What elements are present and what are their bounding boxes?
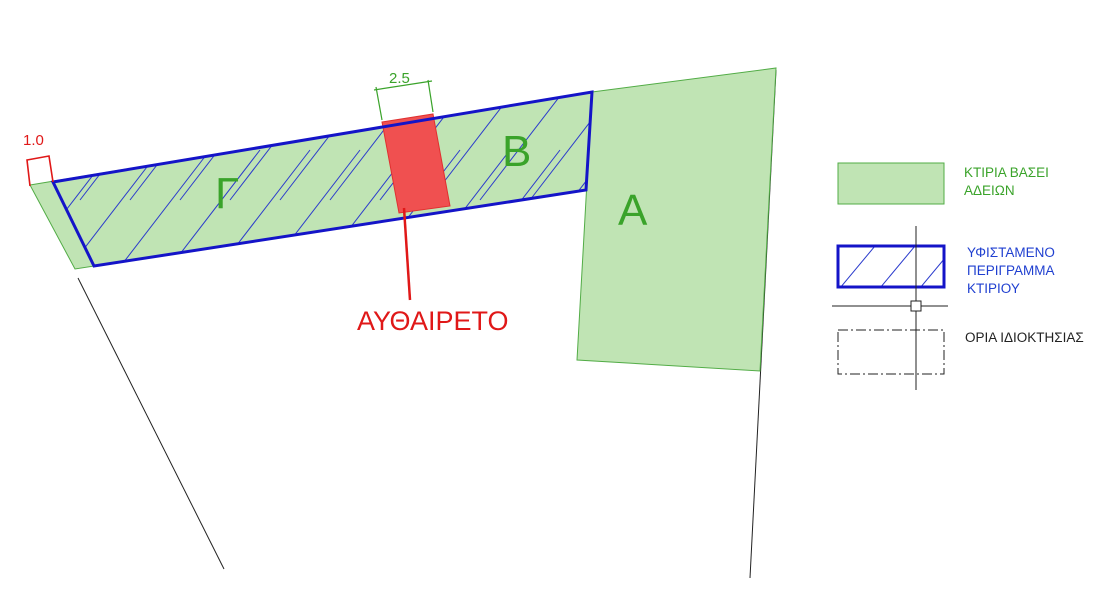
licensed-strip-area — [29, 91, 593, 270]
building-a-area — [576, 67, 777, 372]
illegal-pointer-line — [402, 207, 412, 301]
legend-licensed-line2: ΑΔΕΙΩΝ — [964, 183, 1015, 198]
illegal-addition-area — [381, 113, 451, 214]
building-b-label: Β — [502, 127, 531, 176]
dimension-illegal-width — [373, 79, 434, 121]
legend-existing-line1: ΥΦΙΣΤΑΜΕΝΟ — [967, 245, 1055, 260]
illegal-label: ΑΥΘΑΙΡΕΤΟ — [357, 306, 509, 336]
legend-existing-hatch — [840, 246, 944, 287]
legend-existing-swatch — [836, 244, 946, 289]
existing-building-outline — [50, 90, 594, 268]
legend-existing-line2: ΠΕΡΙΓΡΑΜΜΑ — [967, 263, 1054, 278]
dimension-offset-label: 1.0 — [23, 132, 44, 149]
legend-existing-line3: ΚΤΙΡΙΟΥ — [967, 281, 1020, 296]
dimension-offset — [26, 155, 54, 187]
legend-boundary-symbol — [832, 226, 948, 390]
legend-licensed-line1: ΚΤΙΡΙΑ ΒΑΣΕΙ — [964, 165, 1049, 180]
dimension-illegal-width-label: 2.5 — [389, 70, 410, 87]
building-a-label: Α — [618, 186, 648, 235]
legend-boundaries-label: ΟΡΙΑ ΙΔΙΟΚΤΗΣΙΑΣ — [965, 330, 1084, 345]
building-g-label: Γ — [215, 169, 239, 218]
legend-licensed-swatch — [837, 162, 945, 205]
